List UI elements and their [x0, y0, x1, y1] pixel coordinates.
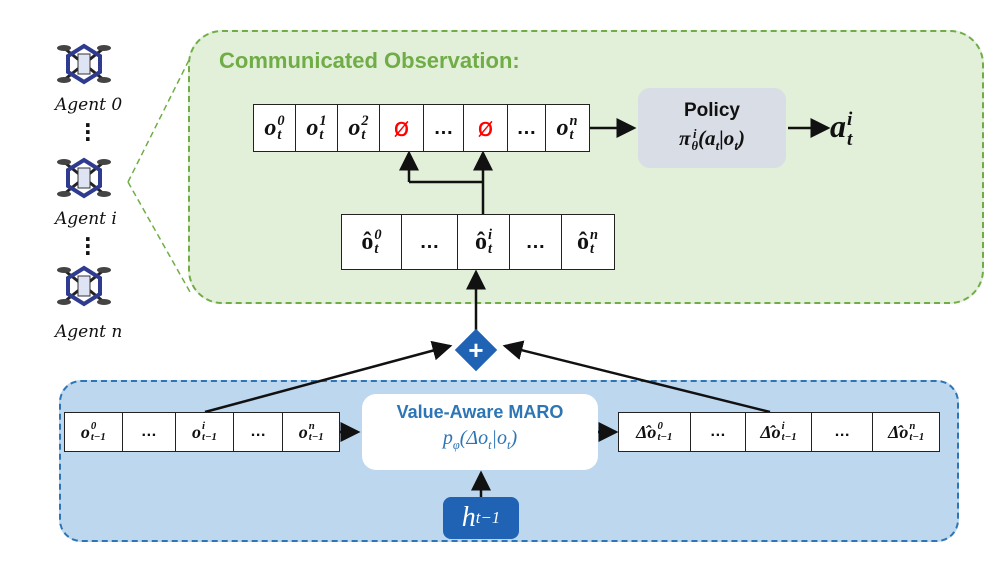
ellipsis-cell: … — [402, 215, 458, 269]
agent-n-label: Agent n — [55, 322, 123, 342]
ellipsis-cell: … — [510, 215, 562, 269]
maro-title: Value-Aware MARO — [396, 402, 564, 422]
plus-icon: + — [468, 334, 484, 365]
ellipsis-cell: … — [508, 105, 546, 151]
ellipsis-cell: … — [234, 413, 284, 451]
vertical-ellipsis: ··· — [84, 227, 92, 265]
drone-icon — [57, 265, 111, 307]
empty-set-cell: ø — [464, 105, 508, 151]
vertical-ellipsis: ··· — [84, 113, 92, 151]
maro-box: Value-Aware MARO pφ(Δot|ot) — [362, 394, 598, 470]
drone-icon — [57, 43, 111, 85]
empty-set-cell: ø — [380, 105, 424, 151]
panel-title: Communicated Observation: — [219, 48, 520, 73]
ellipsis-cell: … — [812, 413, 874, 451]
drone-icon — [57, 157, 111, 199]
agent-n — [56, 264, 120, 313]
maro-formula: pφ(Δot|ot) — [442, 427, 518, 452]
ellipsis-cell: … — [424, 105, 464, 151]
policy-title: Policy — [684, 100, 740, 121]
agent-0-label: Agent 0 — [55, 95, 123, 115]
agent-i — [56, 156, 120, 205]
ellipsis-cell: … — [691, 413, 747, 451]
agent-0 — [56, 42, 120, 91]
agent-i-label: Agent i — [55, 209, 117, 229]
ellipsis-cell: … — [123, 413, 177, 451]
